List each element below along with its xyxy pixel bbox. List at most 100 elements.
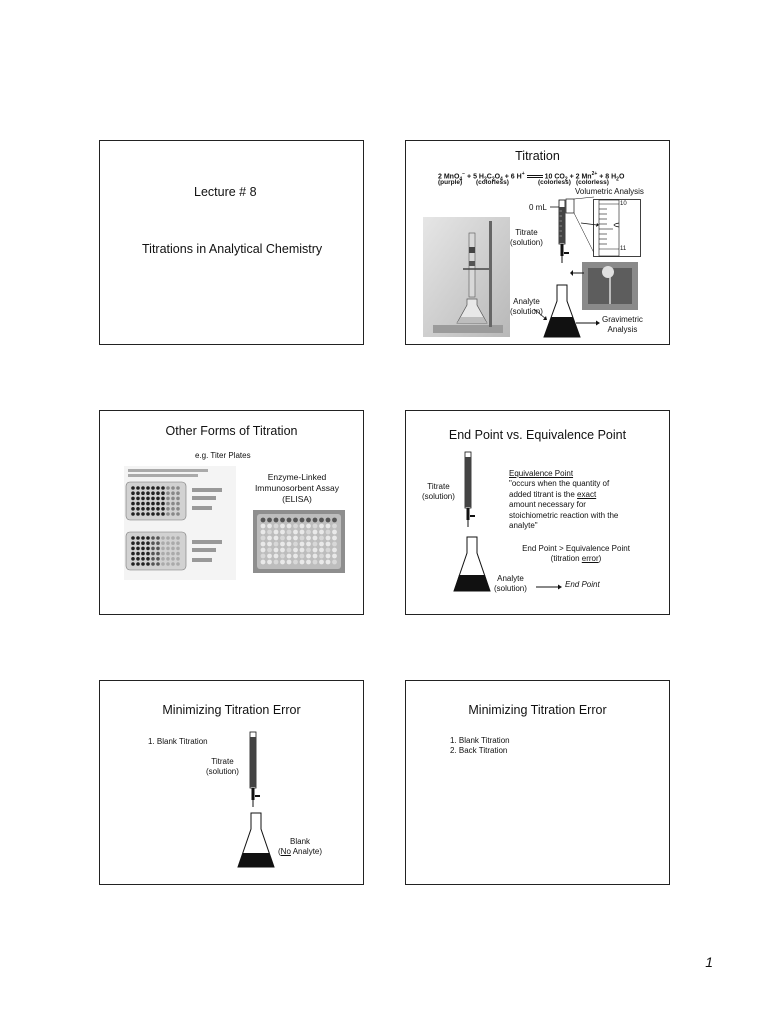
well (171, 507, 175, 511)
well (306, 529, 311, 535)
well (325, 535, 331, 541)
well (260, 529, 266, 535)
well (306, 541, 311, 547)
well (141, 551, 145, 556)
well (141, 536, 145, 540)
well (171, 491, 175, 495)
well (306, 559, 311, 565)
photo-arrow-icon (570, 270, 584, 276)
well (273, 529, 279, 535)
well (141, 491, 145, 495)
lecture-subtitle: Titrations in Analytical Chemistry (142, 242, 323, 256)
well (260, 517, 266, 523)
well (146, 562, 150, 566)
well (280, 541, 285, 547)
end-point-label: End Point (565, 580, 600, 589)
well (141, 501, 145, 506)
well (267, 541, 272, 547)
well (267, 523, 272, 529)
well (141, 496, 145, 501)
well (131, 501, 135, 506)
well (306, 517, 311, 523)
well (161, 491, 165, 495)
well (299, 553, 305, 559)
well (267, 547, 272, 553)
well (136, 507, 140, 511)
well (312, 523, 318, 529)
flask-icon (543, 284, 581, 338)
well (156, 501, 160, 506)
well (306, 523, 311, 529)
well (280, 535, 285, 541)
gravimetric-arrow-icon (576, 320, 600, 326)
well (166, 507, 170, 511)
well (146, 501, 150, 506)
slide-title: Titration (515, 149, 560, 163)
well (293, 517, 298, 523)
well (267, 553, 272, 559)
well (293, 553, 298, 559)
flask-icon (453, 536, 491, 592)
well (156, 546, 160, 551)
slide-title: End Point vs. Equivalence Point (448, 428, 627, 442)
well (293, 529, 298, 535)
well (136, 486, 140, 490)
well (260, 547, 266, 553)
well (161, 557, 165, 561)
well (332, 553, 337, 559)
titrate-label: Titrate(solution) (510, 228, 543, 247)
well (171, 486, 175, 490)
well (151, 536, 155, 540)
well (267, 529, 272, 535)
well (332, 523, 337, 529)
well (171, 546, 175, 551)
well (312, 541, 318, 547)
slide-titration: Titration 2 MnO4− + 5 H2C2O4 + 6 H+10 CO… (405, 140, 670, 345)
well (166, 557, 170, 561)
well (151, 507, 155, 511)
well (319, 523, 324, 529)
well (176, 486, 180, 490)
meniscus-arrow-icon (580, 222, 599, 227)
well (299, 541, 305, 547)
well (136, 536, 140, 540)
well (171, 541, 175, 545)
well (312, 547, 318, 553)
well (161, 507, 165, 511)
slide-title: Other Forms of Titration (165, 424, 298, 438)
well (273, 547, 279, 553)
well (260, 553, 266, 559)
well (306, 547, 311, 553)
volumetric-analysis-label: Volumetric Analysis (575, 187, 644, 196)
well (136, 562, 140, 566)
well (332, 559, 337, 565)
well (171, 496, 175, 501)
analyte-arrow-icon (533, 308, 547, 320)
label-colorless-2: (colorless) (538, 179, 571, 186)
well (332, 541, 337, 547)
well (286, 523, 292, 529)
well (299, 535, 305, 541)
well (151, 557, 155, 561)
burette-scale-magnified (593, 199, 641, 257)
well (136, 512, 140, 516)
slide-title: Minimizing Titration Error (162, 703, 301, 717)
well (166, 546, 170, 551)
well (267, 559, 272, 565)
well (325, 553, 331, 559)
well (171, 501, 175, 506)
well (146, 536, 150, 540)
well (151, 486, 155, 490)
well (171, 557, 175, 561)
well (280, 559, 285, 565)
well (141, 546, 145, 551)
well (286, 529, 292, 535)
list-item-blank-titration: 1. Blank Titration (450, 736, 510, 745)
well (319, 517, 324, 523)
well (171, 551, 175, 556)
well (176, 541, 180, 545)
well (161, 536, 165, 540)
well (273, 523, 279, 529)
well (280, 523, 285, 529)
well (176, 536, 180, 540)
